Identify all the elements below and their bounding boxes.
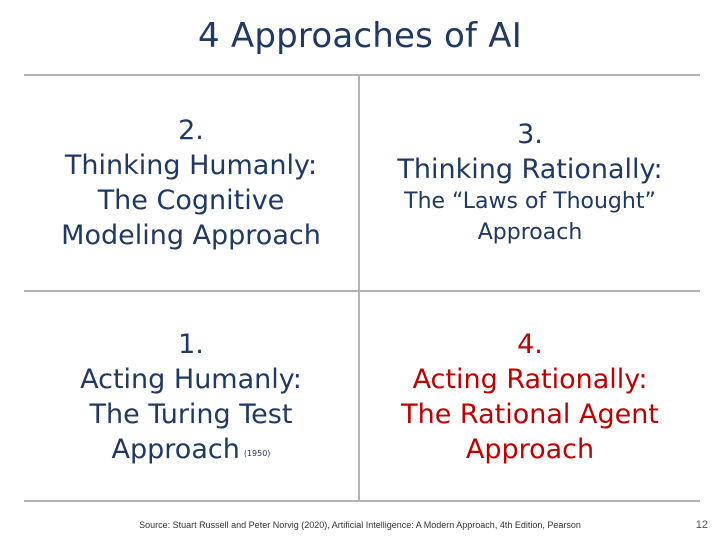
quadrant-description-line: The Cognitive xyxy=(97,185,285,216)
grid-horizontal-divider xyxy=(24,290,700,292)
quadrant-heading: Acting Humanly: xyxy=(80,363,302,395)
source-citation: Source: Stuart Russell and Peter Norvig … xyxy=(139,520,581,530)
quadrant-description-line: Approach xyxy=(465,434,595,466)
quadrant-thinking-humanly: 2. Thinking Humanly: The Cognitive Model… xyxy=(24,76,358,290)
quadrant-description-line: The Turing Test xyxy=(89,399,293,430)
quadrant-description-line: The Rational Agent xyxy=(401,399,659,430)
year-note: (1950) xyxy=(243,449,271,459)
quadrant-description-text: Approach xyxy=(111,434,240,466)
page-number: 12 xyxy=(695,519,708,531)
quadrant-number: 1. xyxy=(178,328,204,360)
approaches-grid: 2. Thinking Humanly: The Cognitive Model… xyxy=(24,74,700,502)
quadrant-acting-rationally: 4. Acting Rationally: The Rational Agent… xyxy=(360,292,700,502)
quadrant-number: 2. xyxy=(178,114,204,146)
slide-title: 4 Approaches of AI xyxy=(198,16,522,56)
quadrant-heading: Acting Rationally: xyxy=(412,363,648,395)
grid-vertical-divider xyxy=(358,76,360,500)
quadrant-description-line: The “Laws of Thought” xyxy=(404,189,656,215)
quadrant-description-line: Modeling Approach xyxy=(61,220,321,252)
quadrant-heading: Thinking Rationally: xyxy=(397,154,663,186)
quadrant-thinking-rationally: 3. Thinking Rationally: The “Laws of Tho… xyxy=(360,76,700,290)
quadrant-description-line-with-year: Approach(1950) xyxy=(112,432,271,467)
quadrant-heading: Thinking Humanly: xyxy=(64,149,318,181)
quadrant-number: 4. xyxy=(517,328,543,360)
quadrant-number: 3. xyxy=(517,119,543,151)
quadrant-description-line: Approach xyxy=(477,220,583,246)
quadrant-acting-humanly: 1. Acting Humanly: The Turing Test Appro… xyxy=(24,292,358,502)
